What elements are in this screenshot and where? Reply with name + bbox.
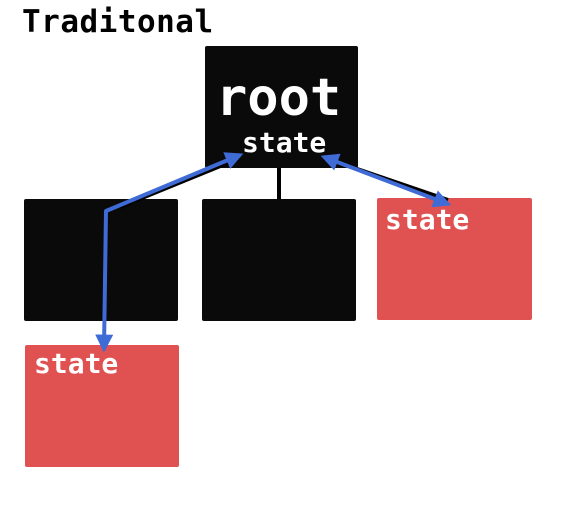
state-flow-arrow-left [95,152,244,353]
right-child-state-node [377,198,532,320]
grandchild-state-node [25,345,179,467]
root-node [205,46,358,168]
state-flow-arrow-right [320,153,452,208]
root-label: root [216,68,342,128]
diagram-title: Traditonal [22,4,214,40]
grandchild-state-label: state [34,347,119,380]
root-state-label: state [242,126,327,159]
right-child-state-label: state [385,203,470,236]
